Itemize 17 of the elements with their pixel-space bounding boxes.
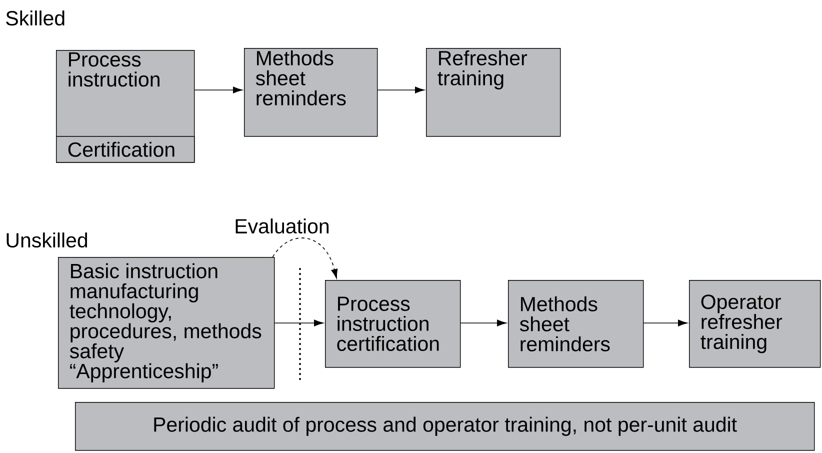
process-box: Refresher training <box>426 48 561 137</box>
arrow <box>272 238 338 279</box>
process-box: Methods sheet reminders <box>244 48 378 137</box>
section-label: Skilled <box>6 10 64 26</box>
process-box: Periodic audit of process and operator training, not per-unit audit <box>75 402 815 451</box>
arrow <box>460 320 506 326</box>
process-box: Process instruction certification <box>325 280 461 368</box>
arrow <box>274 320 324 326</box>
section-label: Unskilled <box>6 232 88 248</box>
process-box: Basic instruction manufacturing technology, procedures, methods safety “Apprenticeship” <box>58 257 275 389</box>
arrow <box>194 86 242 94</box>
arrow <box>643 320 688 326</box>
process-box: Operator refresher training <box>689 280 821 368</box>
edge-label: Evaluation <box>233 217 331 235</box>
arrow <box>377 86 424 94</box>
process-box: Methods sheet reminders <box>508 280 644 368</box>
label-strip: Certification <box>56 136 195 163</box>
